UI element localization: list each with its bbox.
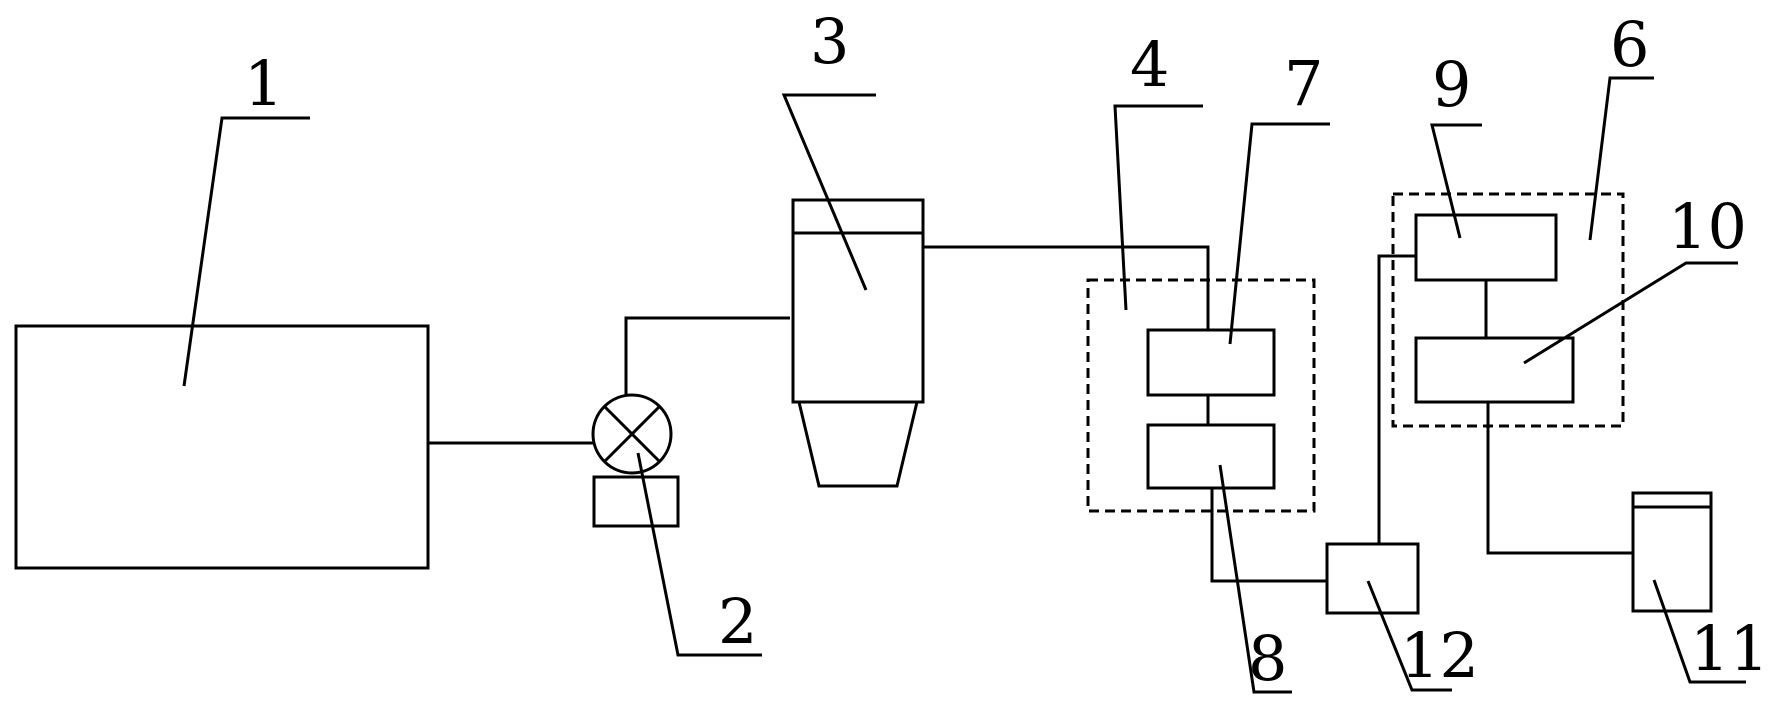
label-7: 7 [1284,47,1323,120]
label-9: 9 [1432,48,1471,121]
component-11-container [1631,491,1713,613]
pipe-8-to-12 [1210,488,1327,583]
pipe-3-to-7 [923,245,1210,330]
leader-10 [1523,261,1738,365]
component-8-box [1146,423,1276,490]
leader-12 [1366,580,1452,692]
leader-1 [182,116,310,387]
pipe-2-to-3 [624,316,790,395]
leader-4 [1113,104,1203,311]
label-11: 11 [1690,612,1769,685]
leader-8 [1218,464,1292,694]
leader-3 [781,93,876,291]
pipe-10-to-11 [1486,402,1633,555]
component-1-tank [14,324,430,570]
leader-7 [1228,122,1330,345]
label-12: 12 [1400,619,1479,692]
pipe-12-to-9 [1377,254,1416,544]
leader-2 [636,452,762,657]
leader-9 [1430,123,1482,239]
label-8: 8 [1248,622,1287,695]
label-10: 10 [1668,190,1747,263]
separator-hopper [797,400,919,488]
label-1: 1 [244,47,283,120]
group-6-boundary [1391,192,1625,428]
label-2: 2 [718,585,757,658]
leader-6 [1588,76,1654,241]
group-4-boundary [1086,278,1316,513]
component-9-box [1414,213,1558,282]
component-12-box [1325,542,1420,615]
valve-cross-b [602,404,662,464]
label-4: 4 [1130,28,1169,101]
component-3-separator [791,198,925,404]
leader-11 [1652,579,1746,684]
label-6: 6 [1610,8,1649,81]
component-7-box [1146,328,1276,397]
component-2-motor [592,475,680,528]
label-3: 3 [810,5,849,78]
